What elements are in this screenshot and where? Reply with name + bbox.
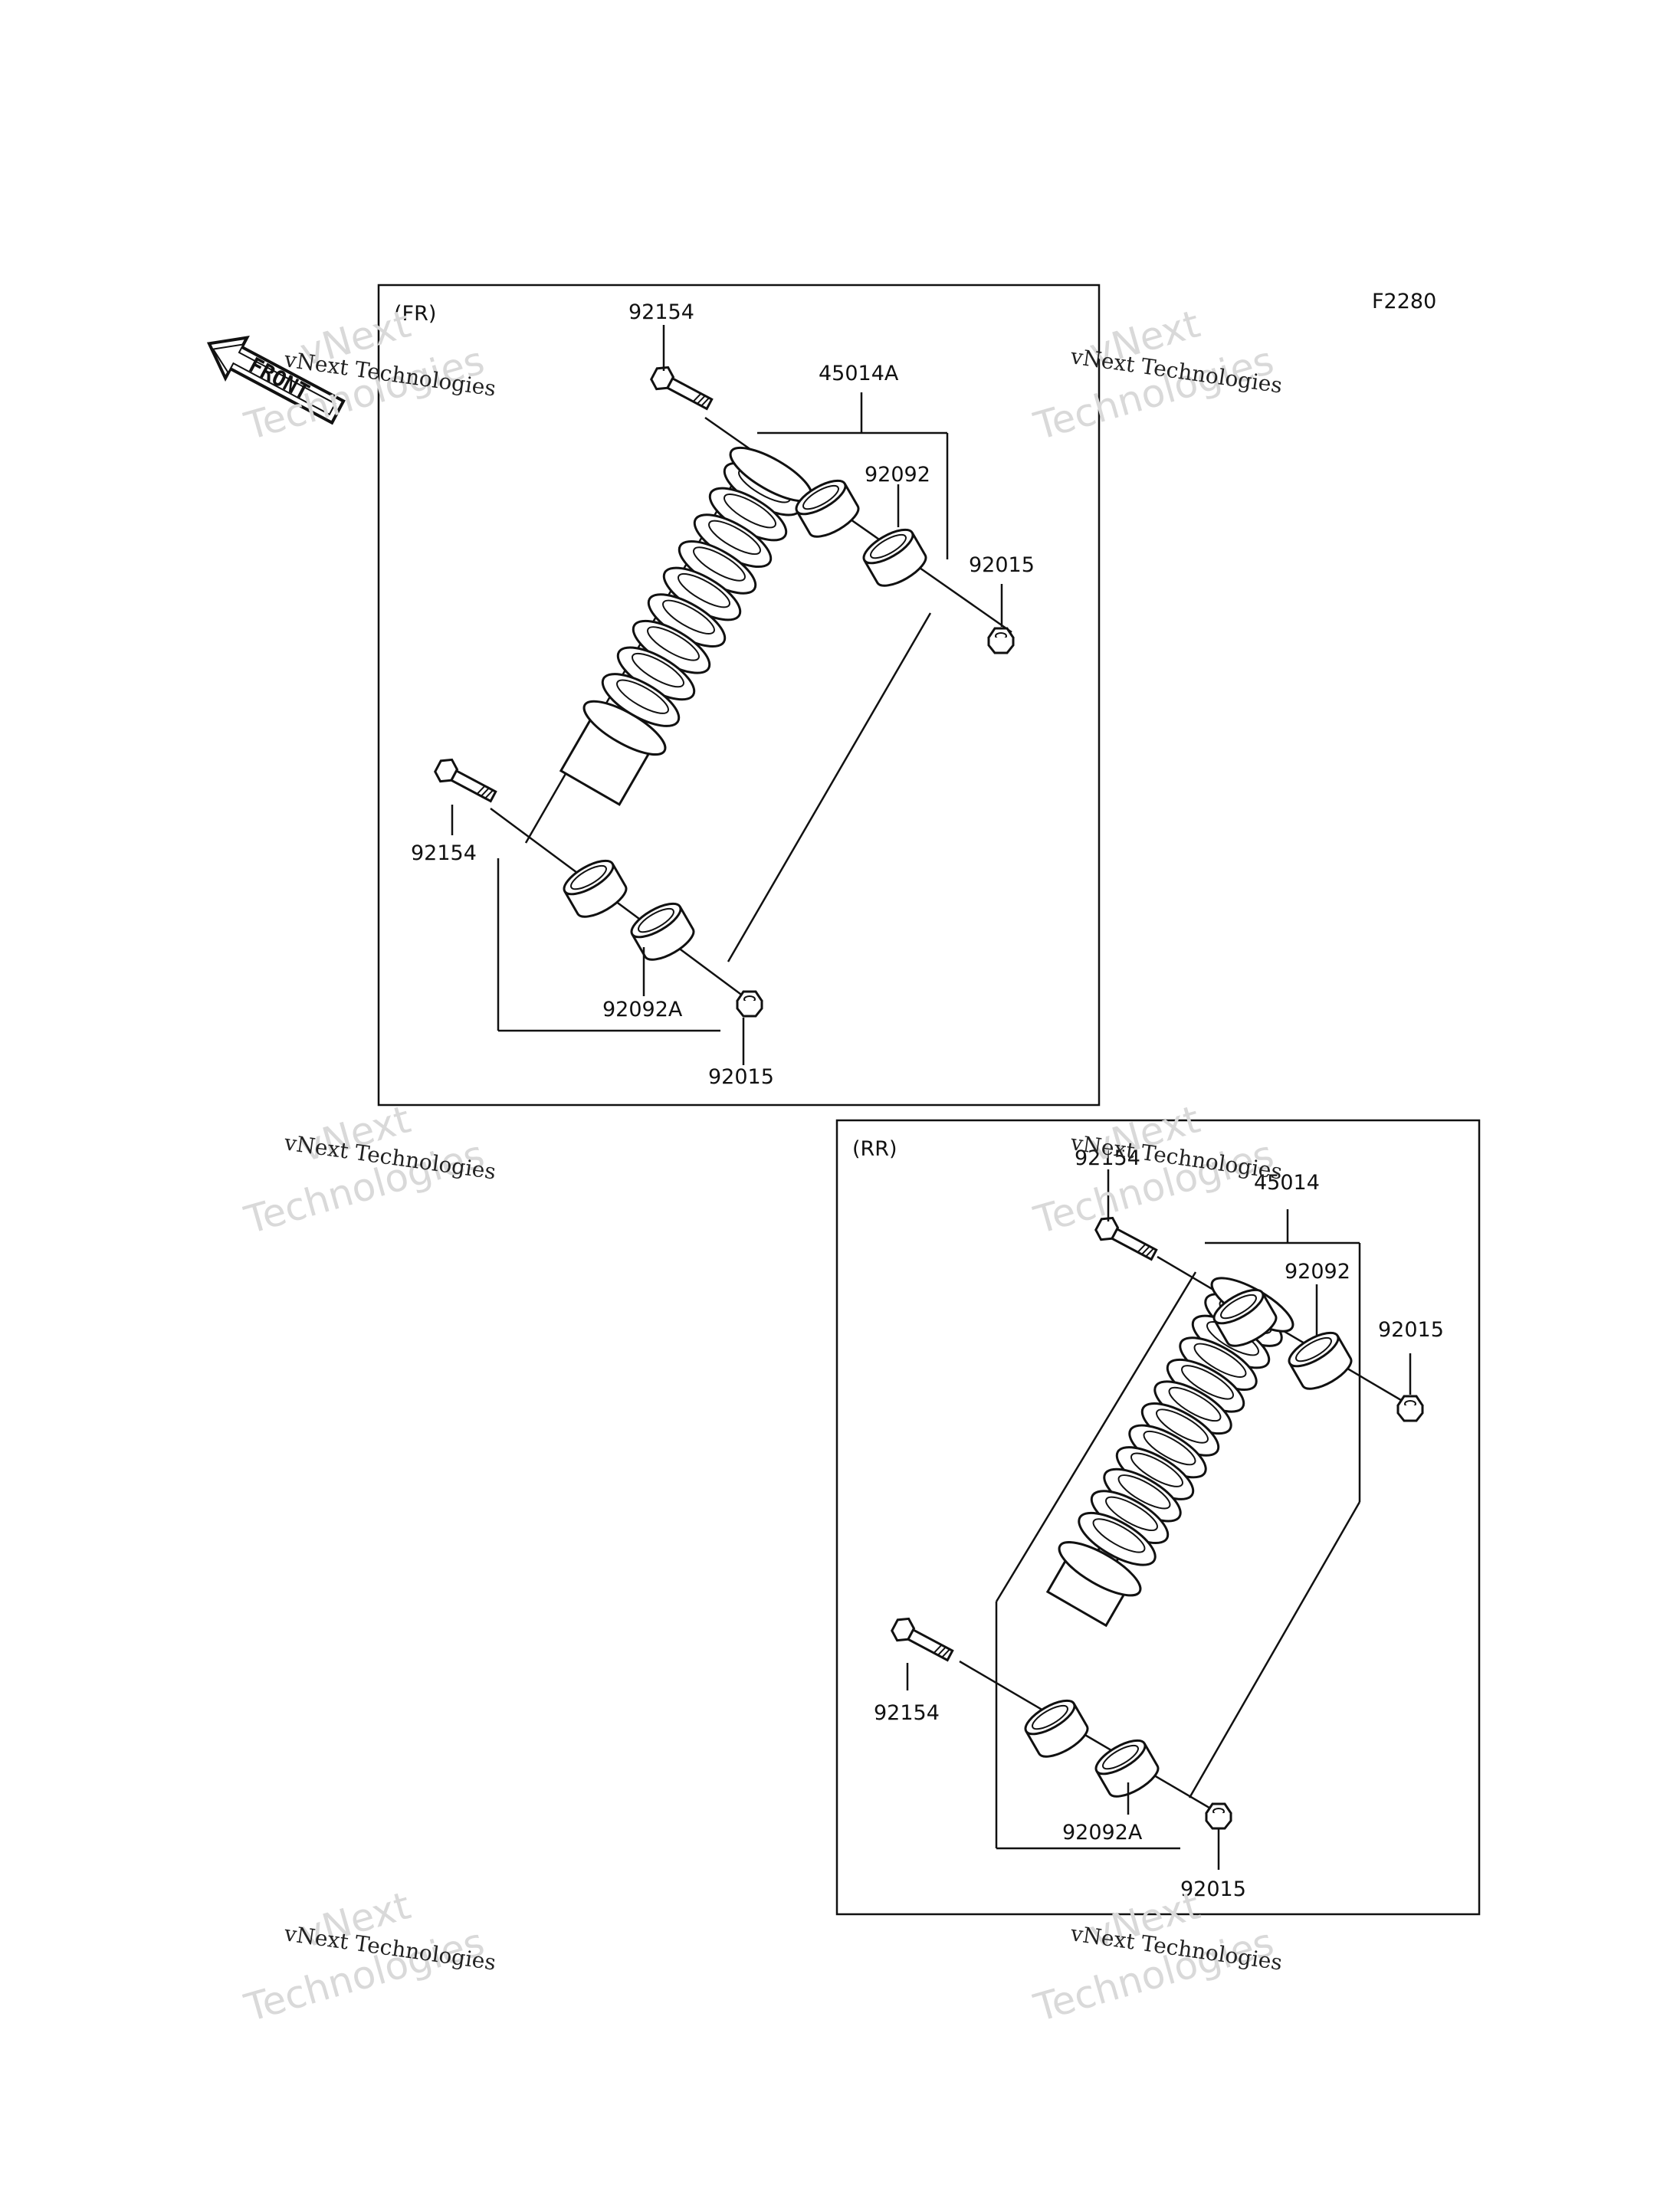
rear-bottom-nut-icon <box>1205 1802 1232 1830</box>
rear-bottom-bolt-axis <box>959 1660 1227 1819</box>
rear-assembly-bracket <box>995 1209 1361 1850</box>
rear-shock-panel: (RR) <box>835 1119 1481 1916</box>
front-label-collar-top: 92092 <box>865 463 930 487</box>
rear-top-bolt-axis <box>1157 1255 1419 1412</box>
front-label-collar-bottom: 92092A <box>602 998 683 1021</box>
front-bottom-nut-icon <box>736 990 763 1018</box>
rear-label-bolt-bottom: 92154 <box>874 1701 940 1725</box>
rear-label-nut-bottom: 92015 <box>1180 1877 1246 1901</box>
figure-id: F2280 <box>1372 290 1436 313</box>
front-shock-panel: (FR) <box>377 284 1101 1107</box>
front-panel-title: (FR) <box>394 302 436 326</box>
watermark-middle-right: vNext Technologies vNext Technologies <box>1029 1097 1284 1243</box>
front-label-assembly: 45014A <box>819 362 899 385</box>
front-label-bolt-top: 92154 <box>628 300 694 324</box>
rear-label-nut-top: 92015 <box>1378 1318 1444 1342</box>
front-top-nut-icon <box>987 627 1015 654</box>
front-label-bolt-bottom: 92154 <box>411 841 477 865</box>
rear-label-collar-bottom: 92092A <box>1062 1821 1143 1844</box>
front-label-nut-top: 92015 <box>969 553 1035 577</box>
front-top-bolt-icon <box>647 362 717 416</box>
front-panel-frame <box>377 284 1101 1107</box>
rear-bottom-bolt-icon <box>888 1613 957 1667</box>
rear-panel-frame <box>835 1119 1481 1916</box>
rear-panel-title: (RR) <box>852 1137 897 1161</box>
watermark-bottom-right: vNext Technologies vNext Technologies <box>1029 1884 1284 2031</box>
rear-top-nut-icon <box>1396 1395 1424 1422</box>
watermark-middle-left: vNext Technologies vNext Technologies <box>239 1097 497 1243</box>
rear-label-bolt-top: 92154 <box>1075 1146 1140 1170</box>
rear-label-collar-top: 92092 <box>1285 1260 1350 1284</box>
watermark-top-right: vNext Technologies vNext Technologies <box>1029 302 1284 449</box>
front-label-nut-bottom: 92015 <box>708 1065 774 1089</box>
front-bottom-bolt-icon <box>431 754 500 808</box>
watermark-bottom-left: vNext Technologies vNext Technologies <box>239 1884 497 2031</box>
rear-label-assembly: 45014 <box>1254 1171 1320 1195</box>
front-shock-absorber <box>559 446 813 806</box>
front-bottom-eye-icon <box>558 853 632 925</box>
